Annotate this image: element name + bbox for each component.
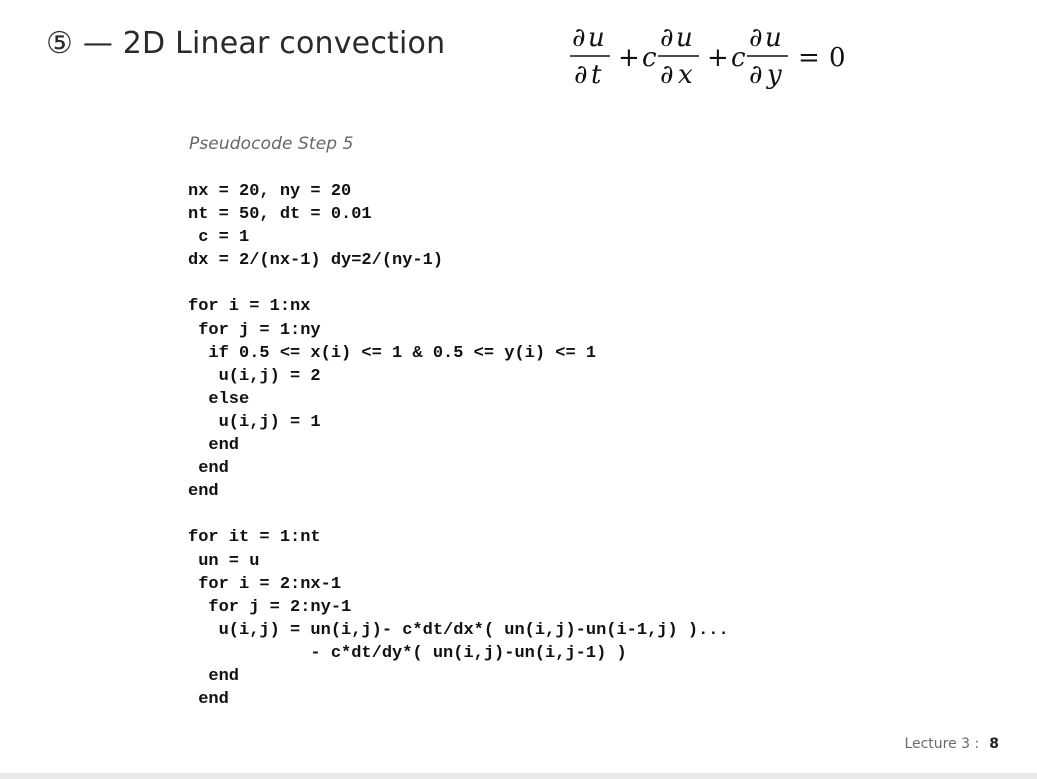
pseudocode-block: nx = 20, ny = 20 nt = 50, dt = 0.01 c = … [188, 180, 729, 711]
eq-equals: = [798, 43, 820, 73]
eq-zero: 0 [829, 43, 846, 73]
code-line: else [188, 389, 250, 409]
eq-partial: ∂ [660, 60, 673, 90]
code-line: un = u [188, 551, 260, 571]
code-line: u(i,j) = un(i,j)- c*dt/dx*( un(i,j)-un(i… [188, 620, 729, 640]
code-line: nx = 20, ny = 20 [188, 182, 352, 201]
eq-plus: + [618, 43, 640, 73]
code-line: end [188, 436, 240, 456]
code-line: for j = 2:ny-1 [188, 597, 352, 617]
eq-c: c [731, 43, 746, 73]
slide-title: ⑤ — 2D Linear convection [46, 26, 446, 61]
code-line: for j = 1:ny [188, 320, 321, 340]
code-line: end [188, 690, 229, 710]
eq-u: u [588, 23, 605, 53]
code-line: for i = 1:nx [188, 297, 311, 317]
code-line: - c*dt/dy*( un(i,j)-un(i,j-1) ) [188, 643, 627, 663]
code-line: u(i,j) = 1 [188, 412, 321, 432]
code-line: end [188, 459, 229, 479]
eq-partial: ∂ [749, 60, 762, 90]
code-line: end [188, 666, 240, 686]
eq-partial: ∂ [660, 23, 673, 53]
lecture-label: Lecture 3 : [904, 736, 980, 752]
code-line: c = 1 [188, 228, 250, 248]
code-line [188, 272, 729, 295]
eq-partial: ∂ [749, 23, 762, 53]
eq-y: y [766, 60, 782, 90]
code-line [188, 503, 729, 526]
page-number: 8 [989, 736, 999, 752]
bottom-divider [0, 773, 1037, 779]
code-line: dx = 2/(nx-1) dy=2/(ny-1) [188, 251, 444, 271]
code-line: u(i,j) = 2 [188, 366, 321, 386]
code-line: end [188, 482, 219, 502]
pseudocode-caption: Pseudocode Step 5 [189, 134, 354, 154]
code-line: if 0.5 <= x(i) <= 1 & 0.5 <= y(i) <= 1 [188, 343, 597, 363]
eq-plus: + [707, 43, 729, 73]
eq-u: u [765, 23, 782, 53]
eq-c: c [642, 43, 657, 73]
pde-equation: ∂ u ∂ t + c ∂ u ∂ x + c ∂ u ∂ y = 0 [570, 23, 846, 90]
code-line: nt = 50, dt = 0.01 [188, 205, 372, 225]
eq-u: u [676, 23, 693, 53]
eq-partial: ∂ [574, 60, 587, 90]
eq-t: t [591, 60, 602, 90]
slide-footer: Lecture 3 : 8 [904, 736, 999, 752]
eq-partial: ∂ [572, 23, 585, 53]
code-line: for it = 1:nt [188, 528, 321, 548]
eq-x: x [678, 60, 693, 90]
code-line: for i = 2:nx-1 [188, 574, 342, 594]
